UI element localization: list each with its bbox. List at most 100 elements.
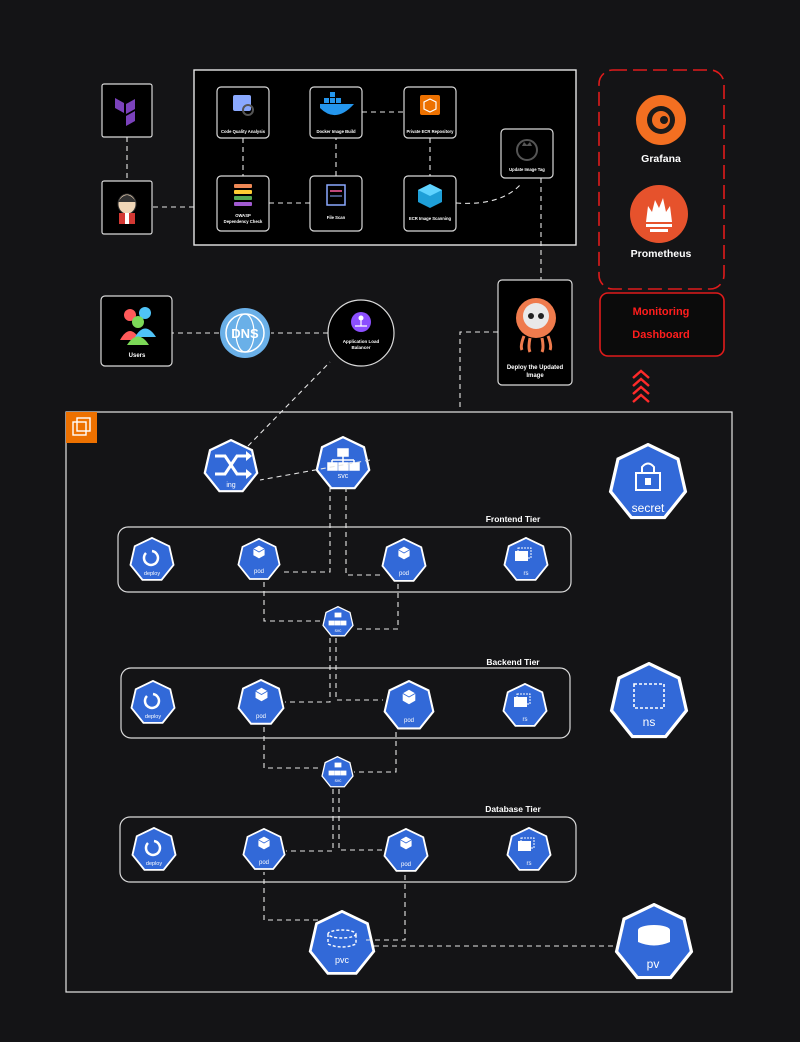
database-pod-1-label: pod — [259, 860, 269, 866]
code-quality-icon — [233, 95, 251, 111]
namespace-icon — [633, 683, 665, 709]
grafana-label: Grafana — [641, 153, 681, 165]
alb-label-2: Balancer — [351, 345, 370, 350]
ecr-scan-icon — [418, 184, 442, 208]
dashboard-label-1: Monitoring — [633, 306, 690, 318]
pv-node[interactable]: pv — [614, 903, 694, 980]
database-rs-label: rs — [527, 861, 532, 867]
owasp-label-1: OWASP — [235, 213, 251, 218]
stage-code-quality[interactable]: Code Quality Analysis — [216, 86, 270, 139]
frontend-tier-box — [117, 526, 572, 593]
users-card[interactable]: Users — [100, 295, 173, 367]
stage-update-tag[interactable]: Update Image Tag — [500, 128, 554, 179]
backend-pod-2-label: pod — [404, 718, 414, 724]
stage-docker-build[interactable]: Docker Image Build — [309, 86, 363, 139]
replicaset-icon — [515, 547, 532, 561]
database-deploy-label: deploy — [146, 861, 162, 867]
database-tier-box — [119, 816, 577, 883]
backend-rs[interactable]: rs — [502, 683, 548, 727]
argo-label-2: Image — [526, 373, 544, 379]
backend-tier-title: Backend Tier — [486, 657, 540, 667]
update-tag-label: Update Image Tag — [509, 167, 545, 172]
database-deploy[interactable]: deploy — [131, 827, 177, 871]
argo-label-1: Deploy the Updated — [507, 365, 564, 371]
replicaset-icon — [514, 693, 531, 707]
svc-2-label: svc — [335, 628, 343, 633]
users-icon — [120, 307, 156, 345]
database-tier-title: Database Tier — [485, 804, 541, 814]
dashboard-label-2: Dashboard — [632, 329, 689, 341]
frontend-rs[interactable]: rs — [503, 537, 549, 581]
database-pod-2[interactable]: pod — [383, 828, 429, 872]
replicaset-icon — [518, 837, 535, 851]
ci-pipeline: Code Quality Analysis Docker Image Build… — [101, 69, 577, 280]
chevron-up-icon — [632, 369, 650, 403]
prometheus-icon — [630, 185, 688, 243]
cluster-icon — [66, 412, 97, 443]
backend-rs-label: rs — [523, 717, 528, 723]
owasp-label-2: Dependency Check — [224, 219, 263, 224]
frontend-pod-1[interactable]: pod — [237, 538, 281, 580]
ing-node[interactable]: ing — [203, 439, 259, 493]
refresh-icon — [144, 839, 162, 857]
ns-label: ns — [643, 715, 656, 729]
argo-card[interactable]: Deploy the Updated Image — [497, 279, 573, 386]
backend-pod-2[interactable]: pod — [383, 680, 435, 730]
eks-cluster-box — [65, 411, 733, 993]
frontend-deploy-label: deploy — [144, 571, 160, 577]
refresh-icon — [142, 549, 160, 567]
frontend-deploy[interactable]: deploy — [129, 537, 175, 581]
file-scan-label: File Scan — [327, 215, 346, 220]
network-icon — [328, 612, 347, 626]
private-ecr-label: Private ECR Repository — [406, 129, 454, 134]
database-rs[interactable]: rs — [506, 827, 552, 871]
frontend-tier-title: Frontend Tier — [486, 514, 541, 524]
monitoring-dashboard[interactable]: Monitoring Dashboard — [599, 292, 725, 357]
frontend-pod-2-label: pod — [399, 571, 409, 577]
cluster-connectors — [263, 487, 614, 947]
svc-label: svc — [338, 473, 349, 480]
pvc-node[interactable]: pvc — [308, 910, 376, 975]
code-quality-label: Code Quality Analysis — [221, 129, 266, 134]
frontend-pod-2[interactable]: pod — [381, 538, 427, 582]
secret-label: secret — [632, 501, 665, 515]
network-icon — [328, 762, 347, 776]
database-pod-2-label: pod — [401, 862, 411, 868]
docker-build-label: Docker Image Build — [316, 129, 356, 134]
backend-tier-box — [120, 667, 571, 739]
backend-deploy[interactable]: deploy — [130, 680, 176, 724]
load-balancer-icon — [351, 312, 371, 332]
dns-icon — [220, 308, 270, 358]
owasp-icon — [234, 184, 252, 206]
svc-node-2[interactable]: svc — [322, 606, 354, 637]
ns-node[interactable]: ns — [609, 662, 689, 739]
alb-label-1: Application Load — [343, 339, 380, 344]
pv-label: pv — [647, 957, 660, 971]
pvc-label: pvc — [335, 955, 350, 965]
grafana-icon — [636, 95, 686, 145]
ecr-scan-label: ECR Image Scanning — [409, 216, 452, 221]
stage-file-scan[interactable]: File Scan — [309, 175, 363, 232]
database-pod-1[interactable]: pod — [242, 828, 286, 870]
prometheus-label: Prometheus — [631, 248, 692, 260]
svc-node[interactable]: svc — [315, 436, 371, 490]
dns-node[interactable]: DNS — [220, 308, 270, 358]
svc-node-3[interactable]: svc — [321, 756, 354, 788]
terraform-icon — [115, 98, 135, 126]
backend-pod-1[interactable]: pod — [237, 679, 285, 725]
stage-owasp[interactable]: OWASP Dependency Check — [216, 175, 270, 232]
lock-icon — [635, 462, 661, 491]
shuffle-icon — [215, 451, 252, 479]
monitoring-panel: Grafana Prometheus — [598, 69, 725, 290]
secret-node[interactable]: secret — [608, 443, 688, 520]
volume-icon — [638, 925, 670, 946]
stage-private-ecr[interactable]: Private ECR Repository — [403, 86, 457, 139]
users-label: Users — [129, 353, 146, 359]
stage-ecr-scan[interactable]: ECR Image Scanning — [403, 175, 457, 232]
refresh-icon — [143, 692, 161, 710]
backend-deploy-label: deploy — [145, 714, 161, 720]
frontend-pod-1-label: pod — [254, 569, 264, 575]
alb-node[interactable]: Application Load Balancer — [327, 299, 395, 367]
ing-label: ing — [226, 482, 235, 489]
